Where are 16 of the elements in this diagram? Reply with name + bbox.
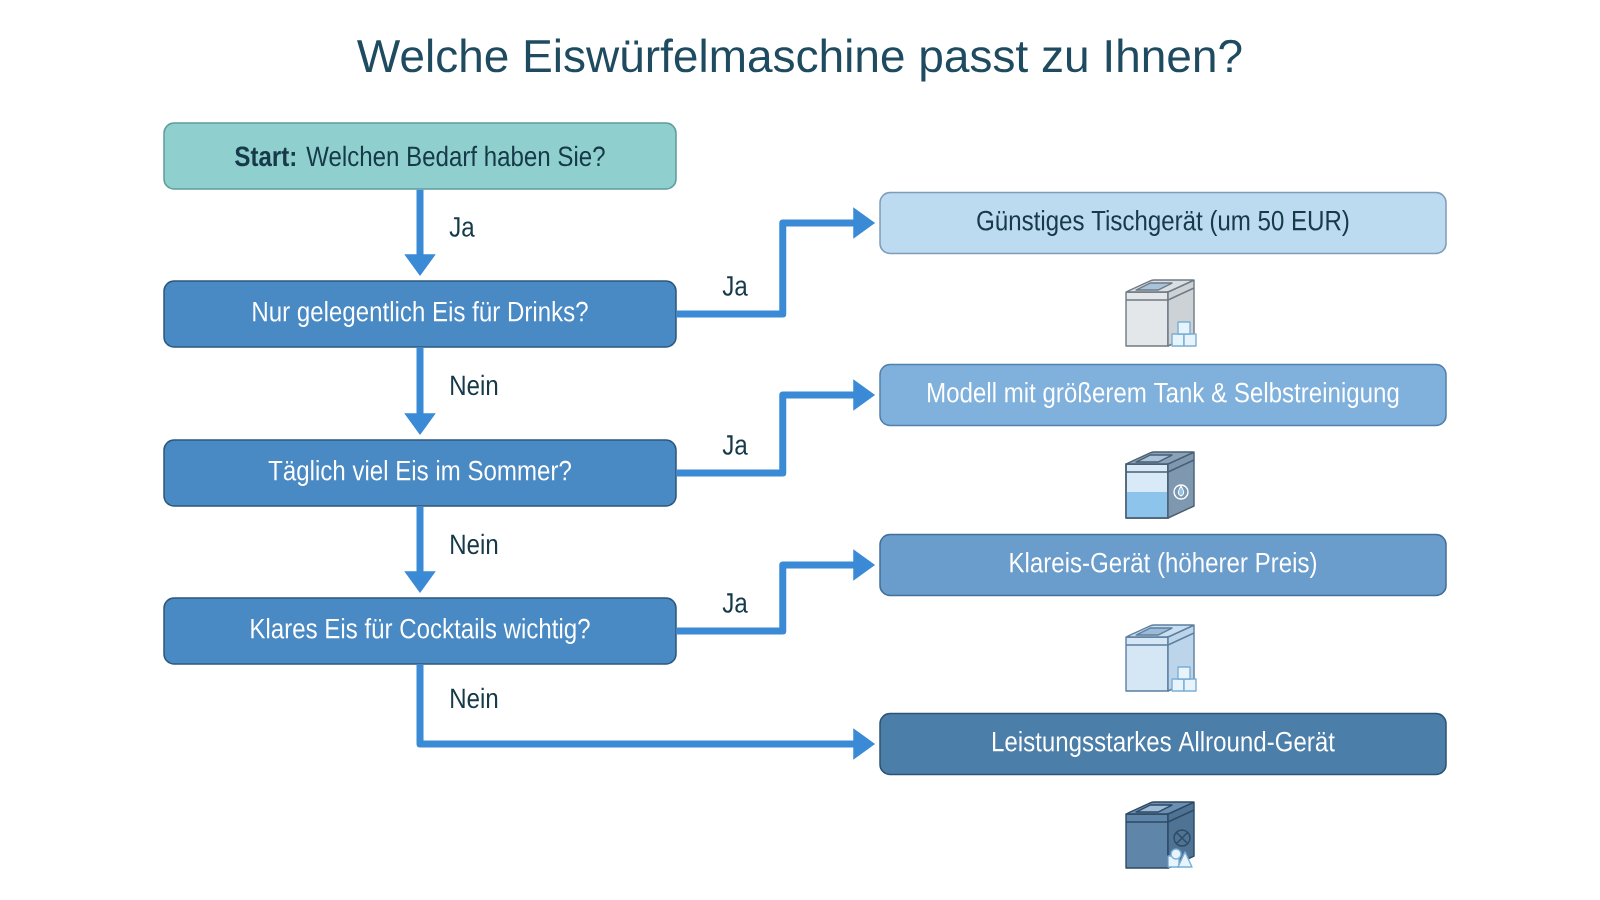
edge-label: Nein	[447, 685, 501, 711]
question-box: Nur gelegentlich Eis für Drinks?	[163, 280, 677, 348]
edge-label: Ja	[720, 591, 750, 615]
question-box: Täglich viel Eis im Sommer?	[163, 439, 677, 507]
result-box: Modell mit größerem Tank & Selbstreinigung	[879, 363, 1447, 427]
edge-label: Ja	[447, 215, 477, 239]
edge-label: Nein	[447, 372, 501, 398]
result-box: Leistungsstarkes Allround-Gerät	[879, 712, 1447, 776]
result-box: Günstiges Tischgerät (um 50 EUR)	[879, 191, 1447, 255]
edge-label: Ja	[720, 433, 750, 457]
result-box: Klareis-Gerät (höherer Preis)	[879, 533, 1447, 597]
start-box: Start: Welchen Bedarf haben Sie?	[163, 122, 677, 190]
question-box: Klares Eis für Cocktails wichtig?	[163, 597, 677, 665]
edge-label: Ja	[720, 274, 750, 298]
title: Welche Eiswürfelmaschine passt zu Ihnen?	[357, 38, 1242, 82]
edge-label: Nein	[447, 531, 501, 557]
